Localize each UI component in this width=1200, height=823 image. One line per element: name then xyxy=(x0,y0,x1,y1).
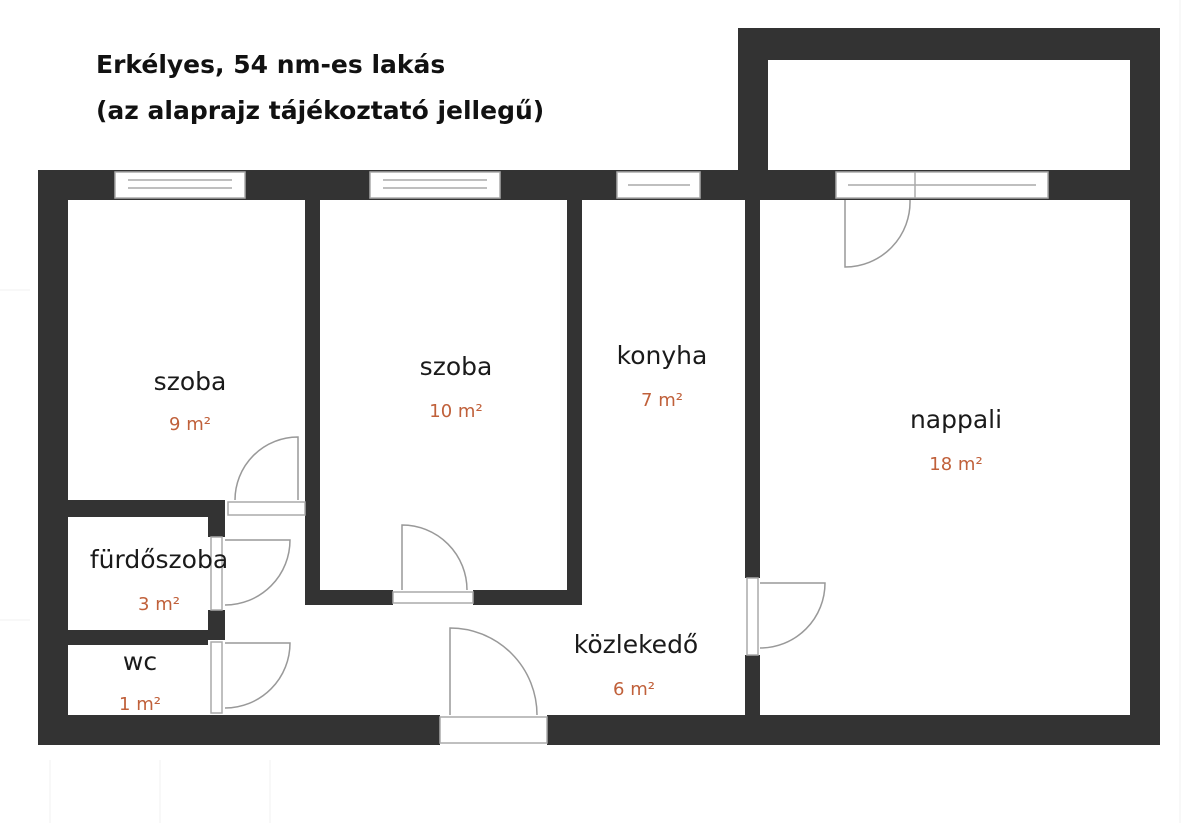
room-area: 6 m² xyxy=(613,679,655,700)
room-szoba-2: szoba 10 m² xyxy=(420,352,493,422)
room-name: szoba xyxy=(154,367,227,396)
room-area: 18 m² xyxy=(929,454,982,475)
room-szoba-1: szoba 9 m² xyxy=(154,367,227,435)
doors xyxy=(208,199,911,745)
room-nappali: nappali 18 m² xyxy=(910,405,1002,475)
room-name: konyha xyxy=(617,341,708,370)
room-konyha: konyha 7 m² xyxy=(617,341,708,411)
window xyxy=(114,171,246,199)
window xyxy=(369,171,501,199)
room-wc: wc 1 m² xyxy=(119,647,161,715)
room-name: wc xyxy=(123,647,157,676)
room-name: fürdőszoba xyxy=(90,545,228,574)
room-name: nappali xyxy=(910,405,1002,434)
plan-title: Erkélyes, 54 nm-es lakás xyxy=(96,50,446,79)
room-furdoszoba: fürdőszoba 3 m² xyxy=(90,545,228,615)
windows xyxy=(114,171,1049,199)
room-area: 10 m² xyxy=(429,401,482,422)
plan-subtitle: (az alaprajz tájékoztató jellegű) xyxy=(96,96,545,125)
room-name: közlekedő xyxy=(574,630,698,659)
room-kozlekedo: közlekedő 6 m² xyxy=(574,630,698,700)
room-area: 7 m² xyxy=(641,390,683,411)
room-name: szoba xyxy=(420,352,493,381)
room-area: 9 m² xyxy=(169,414,211,435)
room-area: 1 m² xyxy=(119,694,161,715)
room-area: 3 m² xyxy=(138,594,180,615)
